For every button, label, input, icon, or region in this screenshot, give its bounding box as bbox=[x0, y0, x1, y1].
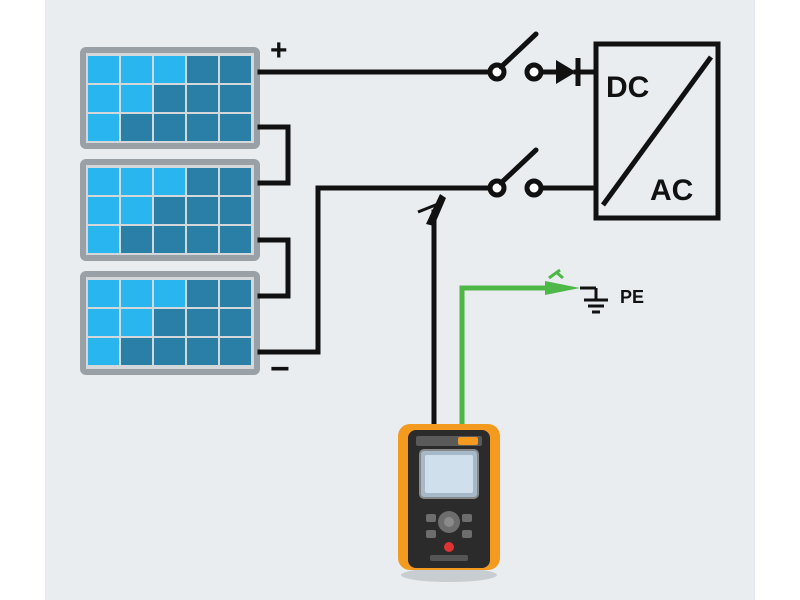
solar-cell bbox=[121, 114, 152, 141]
positive-label: + bbox=[270, 34, 288, 67]
solar-panel-middle bbox=[80, 159, 260, 261]
switch-negative bbox=[487, 147, 544, 198]
ground-label: PE bbox=[620, 287, 644, 307]
solar-cell bbox=[154, 197, 185, 224]
solar-cell bbox=[88, 85, 119, 112]
solar-cell bbox=[187, 280, 218, 307]
solar-cells-bottom bbox=[88, 280, 251, 365]
solar-cell bbox=[220, 114, 251, 141]
solar-cell bbox=[154, 114, 185, 141]
series-link-2 bbox=[257, 237, 291, 299]
solar-cell bbox=[154, 338, 185, 365]
solar-cell bbox=[187, 197, 218, 224]
solar-cell bbox=[187, 85, 218, 112]
negative-wire bbox=[257, 185, 493, 355]
solar-cell bbox=[220, 280, 251, 307]
solar-cell bbox=[121, 226, 152, 253]
ground-probe-clip-icon bbox=[545, 268, 596, 295]
switch-positive bbox=[487, 31, 544, 82]
solar-cell bbox=[154, 226, 185, 253]
solar-cell bbox=[187, 309, 218, 336]
solar-cell bbox=[187, 168, 218, 195]
solar-cell bbox=[187, 226, 218, 253]
solar-cell bbox=[154, 56, 185, 83]
inverter-dc-label: DC bbox=[606, 71, 649, 104]
solar-panel-top bbox=[80, 47, 260, 149]
solar-cell bbox=[121, 338, 152, 365]
solar-cell bbox=[220, 85, 251, 112]
solar-cell bbox=[121, 56, 152, 83]
negative-label: − bbox=[270, 350, 290, 388]
solar-cell bbox=[187, 56, 218, 83]
solar-cell bbox=[121, 197, 152, 224]
solar-cell bbox=[220, 56, 251, 83]
solar-cell bbox=[121, 280, 152, 307]
solar-cell bbox=[154, 168, 185, 195]
solar-cell bbox=[220, 338, 251, 365]
solar-cell bbox=[121, 309, 152, 336]
series-link-1 bbox=[257, 124, 291, 186]
solar-cell bbox=[88, 56, 119, 83]
diode-icon bbox=[556, 58, 581, 86]
solar-cells-middle bbox=[88, 168, 251, 253]
solar-cell bbox=[187, 114, 218, 141]
solar-cell bbox=[88, 226, 119, 253]
inverter-ac-label: AC bbox=[650, 174, 693, 207]
wiring bbox=[257, 69, 599, 433]
solar-cell bbox=[154, 280, 185, 307]
solar-cell bbox=[220, 226, 251, 253]
solar-cell bbox=[220, 309, 251, 336]
solar-cell bbox=[88, 114, 119, 141]
ground-test-lead bbox=[459, 285, 555, 430]
ground-icon bbox=[584, 288, 608, 314]
solar-cell bbox=[88, 280, 119, 307]
solar-cell bbox=[88, 338, 119, 365]
solar-cell bbox=[121, 168, 152, 195]
multifunction-tester-icon bbox=[398, 424, 500, 582]
solar-cell bbox=[88, 309, 119, 336]
solar-cell bbox=[121, 85, 152, 112]
probe-clip-icon bbox=[417, 194, 446, 226]
solar-cell bbox=[187, 338, 218, 365]
solar-cell bbox=[220, 168, 251, 195]
solar-cell bbox=[88, 168, 119, 195]
solar-cell bbox=[220, 197, 251, 224]
solar-cell bbox=[154, 85, 185, 112]
inverter-icon: DC AC bbox=[593, 41, 721, 221]
solar-panel-bottom bbox=[80, 271, 260, 375]
solar-cells-top bbox=[88, 56, 251, 141]
solar-cell bbox=[88, 197, 119, 224]
solar-cell bbox=[154, 309, 185, 336]
